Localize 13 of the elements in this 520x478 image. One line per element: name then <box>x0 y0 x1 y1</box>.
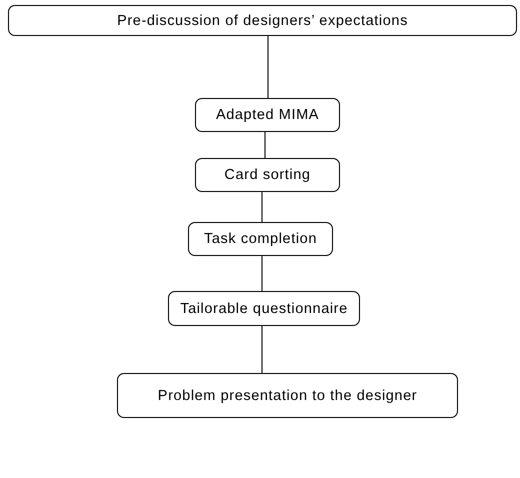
step-label: Card sorting <box>224 167 311 183</box>
step-label: Adapted MIMA <box>216 107 320 123</box>
step-label: Task completion <box>204 231 317 247</box>
process-box <box>195 158 340 192</box>
connector-line <box>264 132 266 158</box>
step-label: Problem presentation to the designer <box>158 388 418 404</box>
process-box <box>8 5 517 36</box>
step-label: Tailorable questionnaire <box>180 300 348 316</box>
process-box <box>117 373 458 418</box>
process-box <box>168 291 360 326</box>
step-label: Pre-discussion of designers’ expectations <box>117 12 408 28</box>
process-box <box>195 98 340 132</box>
process-box <box>188 222 333 256</box>
